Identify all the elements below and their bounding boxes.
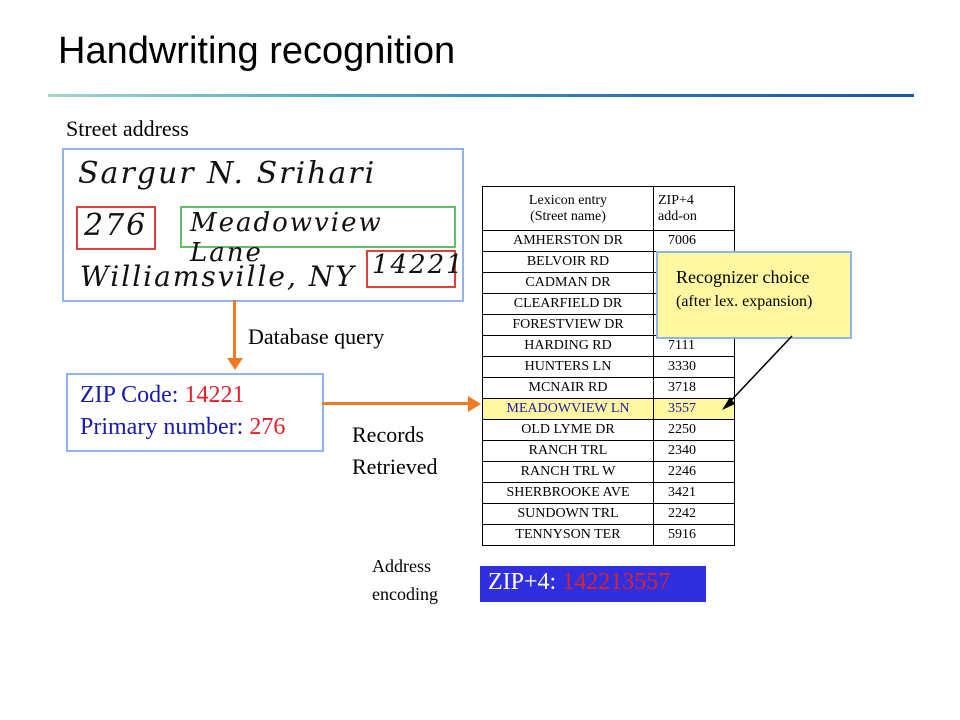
encoding-box: ZIP+4: 142213557: [480, 566, 706, 602]
street-cell: SHERBROOKE AVE: [482, 482, 654, 504]
code-cell: 5916: [653, 524, 735, 546]
handwritten-zip: 14221: [372, 250, 465, 280]
primary-number-region: 276: [76, 206, 156, 250]
street-cell: HUNTERS LN: [482, 356, 654, 378]
query-box: ZIP Code: 14221 Primary number: 276: [66, 373, 324, 452]
database-query-label: Database query: [248, 324, 385, 349]
code-cell: 2250: [653, 419, 735, 441]
street-cell: FORESTVIEW DR: [482, 314, 654, 336]
handwritten-number: 276: [84, 208, 148, 243]
encoding-value: 142213557: [562, 569, 671, 595]
query-arrow: [233, 300, 236, 360]
address-label: Address: [372, 556, 431, 576]
code-cell: 2242: [653, 503, 735, 525]
recognizer-choice-callout: Recognizer choice (after lex. expansion): [656, 251, 852, 339]
recognizer-choice-title: Recognizer choice: [676, 267, 810, 287]
code-cell: 3718: [653, 377, 735, 399]
zip-code-label: ZIP Code:: [80, 382, 185, 408]
callout-pointer-line: [723, 335, 793, 409]
callout-pointer-head: [722, 397, 735, 410]
street-cell: SUNDOWN TRL: [482, 503, 654, 525]
zip-region: 14221: [366, 250, 463, 288]
street-cell: OLD LYME DR: [482, 419, 654, 441]
street-address-label: Street address: [66, 116, 189, 141]
title-divider: [48, 94, 914, 97]
primary-number-label: Primary number:: [80, 414, 250, 440]
street-name-region: Meadowview Lane: [180, 206, 456, 268]
encoding-label-text: ZIP+4:: [488, 569, 563, 595]
street-cell: TENNYSON TER: [482, 524, 654, 546]
header-street: Lexicon entry(Street name): [482, 186, 654, 231]
records-label: Records: [352, 422, 425, 447]
recognizer-choice-note: (after lex. expansion): [676, 293, 813, 310]
page-title: Handwriting recognition: [58, 30, 456, 72]
handwritten-address-image: Sargur N. Srihari 276 Meadowview Lane Wi…: [62, 148, 464, 302]
encoding-label: encoding: [372, 584, 438, 604]
handwritten-street: Meadowview Lane: [190, 208, 383, 268]
query-arrow-head: [227, 358, 243, 370]
zip-code-line: ZIP Code: 14221: [80, 382, 244, 409]
code-cell: 7111: [653, 335, 735, 357]
code-cell: 3330: [653, 356, 735, 378]
primary-number-value: 276: [249, 414, 286, 440]
zip-code-value: 14221: [184, 382, 245, 408]
code-cell: 3557: [653, 398, 735, 420]
handwritten-name: Sargur N. Srihari: [78, 156, 377, 191]
handwritten-city: Williamsville, NY: [80, 260, 356, 293]
retrieved-label: Retrieved: [352, 454, 438, 479]
retrieve-arrow-head: [468, 396, 481, 412]
encoding-text: ZIP+4: 142213557: [488, 569, 670, 596]
primary-number-line: Primary number: 276: [80, 414, 285, 441]
retrieve-arrow: [322, 402, 470, 405]
street-cell: MCNAIR RD: [482, 377, 654, 399]
